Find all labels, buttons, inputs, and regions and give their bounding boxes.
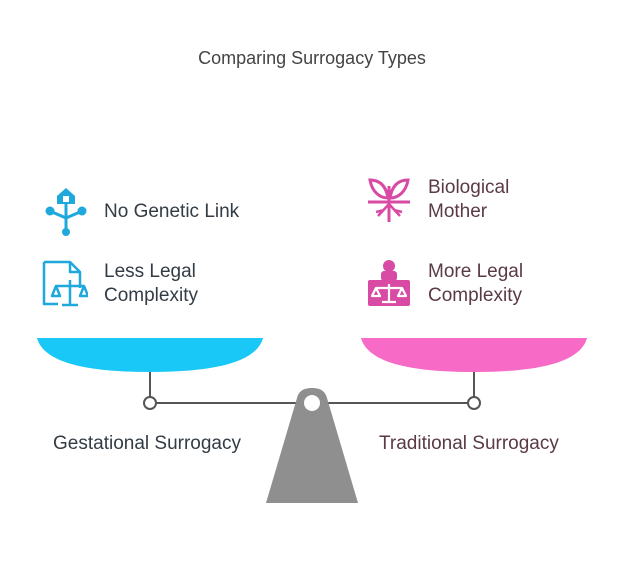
left-pan: [37, 338, 263, 372]
legal-document-scale-icon: [40, 258, 90, 308]
fulcrum: [266, 388, 358, 503]
more-legal-line1: More Legal: [428, 261, 524, 282]
less-legal-line1: Less Legal: [104, 261, 196, 282]
left-beam-joint: [143, 396, 157, 410]
family-tree-icon: [44, 186, 88, 236]
person-scale-icon: [366, 258, 412, 308]
sprout-roots-icon: [366, 174, 412, 224]
less-legal-complexity-label: Less Legal Complexity: [104, 260, 198, 308]
gestational-surrogacy-caption: Gestational Surrogacy: [53, 433, 241, 454]
fulcrum-pivot: [304, 395, 320, 411]
biological-mother-label: Biological Mother: [428, 176, 509, 224]
right-pan: [361, 338, 587, 372]
biological-line1: Biological: [428, 177, 510, 198]
biological-line2: Mother: [428, 201, 488, 222]
more-legal-complexity-label: More Legal Complexity: [428, 260, 523, 308]
less-legal-line2: Complexity: [104, 285, 198, 306]
more-legal-line2: Complexity: [428, 285, 522, 306]
no-genetic-link-label: No Genetic Link: [104, 201, 240, 222]
diagram-title: Comparing Surrogacy Types: [198, 48, 426, 68]
traditional-surrogacy-caption: Traditional Surrogacy: [379, 433, 559, 454]
right-beam-joint: [467, 396, 481, 410]
